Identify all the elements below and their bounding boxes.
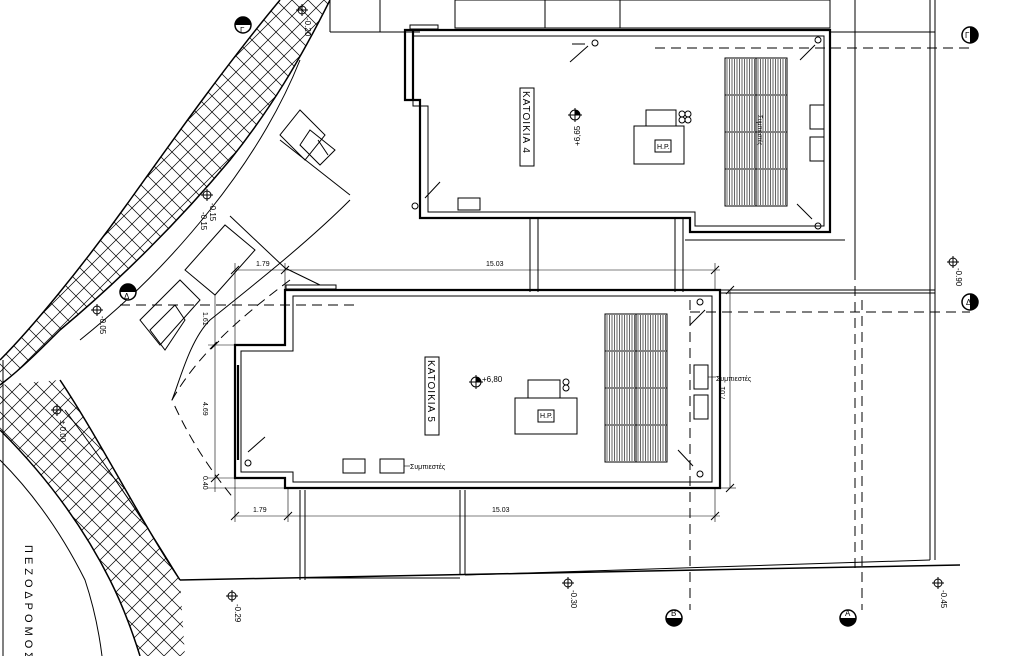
grid-bubbles: Γ Γ Δ Δ B A <box>119 16 979 627</box>
dim-top-main: 15.03 <box>486 261 504 268</box>
svg-text:-0.05: -0.05 <box>98 316 107 335</box>
solar-panels-house-4 <box>724 57 788 207</box>
house-5-level: +6,80 <box>482 375 503 384</box>
svg-text:± 0.00: ± 0.00 <box>58 420 67 443</box>
grid-bubble-top-left: Γ <box>234 16 252 35</box>
svg-text:-0.30: -0.30 <box>569 590 578 609</box>
svg-text:-0.29: -0.29 <box>233 604 242 623</box>
street-label: ΠΕΖΟΔΡΟΜΟΣ <box>22 545 34 656</box>
house-4-level: +6,65 <box>573 125 582 146</box>
spot-height-bottom-3: -0.45 <box>932 577 948 609</box>
grid-bubble-a: A <box>839 609 857 627</box>
svg-text:-0.15: -0.15 <box>199 212 208 231</box>
dim-left-lower: 0.40 <box>201 476 208 490</box>
grid-bubble-top-right: Γ <box>961 26 979 44</box>
svg-text:-0.20: -0.20 <box>303 18 312 37</box>
spot-height-right: -0.90 <box>947 256 963 287</box>
property-lines <box>299 0 936 580</box>
dim-left-upper: 1.61 <box>201 312 208 326</box>
spot-height-left-1: -0.15 -0.15 <box>199 189 217 231</box>
spot-height-bottom-1: -0.29 <box>226 590 242 623</box>
house-5-hp-label: H.P. <box>540 413 553 420</box>
house-4-name: ΚΑΤΟΙΚΙΑ 4 <box>520 91 531 154</box>
dim-bottom-main: 15.03 <box>492 507 510 514</box>
house-5: +6,80 ΚΑΤΟΙΚΙΑ 5 H.P. Συμπιεστές Συμπιεσ… <box>233 284 752 490</box>
grid-bubble-right: Δ <box>961 293 979 311</box>
svg-text:-0.45: -0.45 <box>939 590 948 609</box>
house-4-hp-label: H.P. <box>657 144 670 151</box>
solar-panel <box>635 424 668 463</box>
solar-panel <box>755 168 788 207</box>
dim-left-mid: 4.69 <box>201 402 208 416</box>
spot-height-bottom-2: -0.30 <box>562 577 578 609</box>
svg-text:Γ: Γ <box>965 31 970 40</box>
grid-axes <box>120 47 970 610</box>
spot-height-left-3: -0.05 <box>91 304 107 335</box>
svg-text:-0.90: -0.90 <box>954 268 963 287</box>
house-4: +6,65 ΚΑΤΟΙΚΙΑ 4 H.P. Συμπιεστές <box>403 24 832 234</box>
svg-text:B: B <box>671 609 676 618</box>
svg-text:A: A <box>845 609 851 618</box>
svg-text:Γ: Γ <box>240 26 245 35</box>
dim-right-height: 7.01 <box>720 386 727 400</box>
dim-bottom-left: 1.79 <box>253 507 267 514</box>
spot-heights: -0.20 -0.15 -0.15 -0.05 ± 0.00 -0.90 -0.… <box>51 4 963 623</box>
spot-height-zero: ± 0.00 <box>51 404 67 443</box>
svg-text:-0.15: -0.15 <box>208 203 217 222</box>
dimension-lines: 1.79 15.03 1.79 15.03 1.61 4.69 0.40 7.0… <box>201 261 736 522</box>
dim-top-left: 1.79 <box>256 261 270 268</box>
svg-text:Δ: Δ <box>124 292 130 301</box>
solar-panels-house-5 <box>604 313 668 463</box>
walkway-steps <box>139 109 351 351</box>
compressors-right-label: Συμπιεστές <box>716 375 752 383</box>
spot-height-top: -0.20 <box>296 4 312 37</box>
house-5-name: ΚΑΤΟΙΚΙΑ 5 <box>425 360 436 423</box>
grid-bubble-b: B <box>665 609 683 627</box>
grid-bubble-left: Δ <box>119 283 137 301</box>
compressors-bottom-label: Συμπιεστές <box>410 463 446 471</box>
svg-text:Δ: Δ <box>966 298 972 307</box>
house-4-solar-label: Συμπιεστές <box>756 115 763 145</box>
